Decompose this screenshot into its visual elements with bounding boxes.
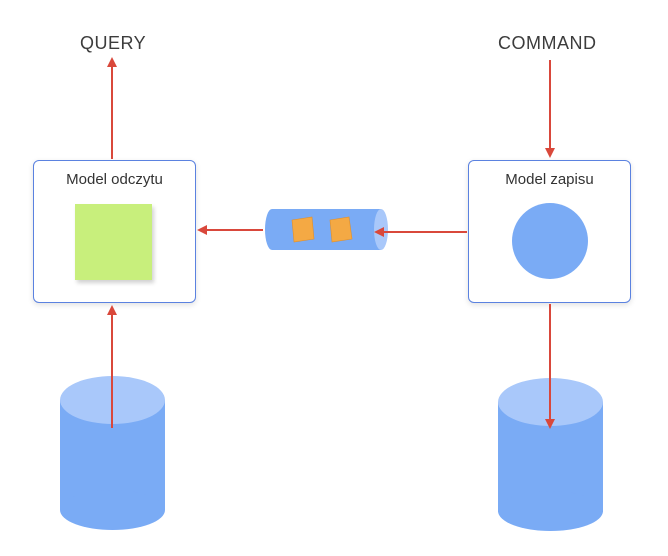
write-model-box: Model zapisu bbox=[468, 160, 631, 303]
read-model-title: Model odczytu bbox=[66, 171, 163, 188]
queue-message-icon bbox=[329, 216, 353, 243]
query-label: QUERY bbox=[80, 33, 147, 53]
read-model-box: Model odczytu bbox=[33, 160, 196, 303]
read-model-data-icon bbox=[75, 204, 152, 280]
command-label: COMMAND bbox=[498, 33, 597, 53]
message-queue-icon bbox=[265, 209, 388, 250]
write-model-title: Model zapisu bbox=[505, 171, 594, 188]
queue-message-icon bbox=[291, 216, 315, 243]
write-model-entity-icon bbox=[512, 203, 588, 279]
